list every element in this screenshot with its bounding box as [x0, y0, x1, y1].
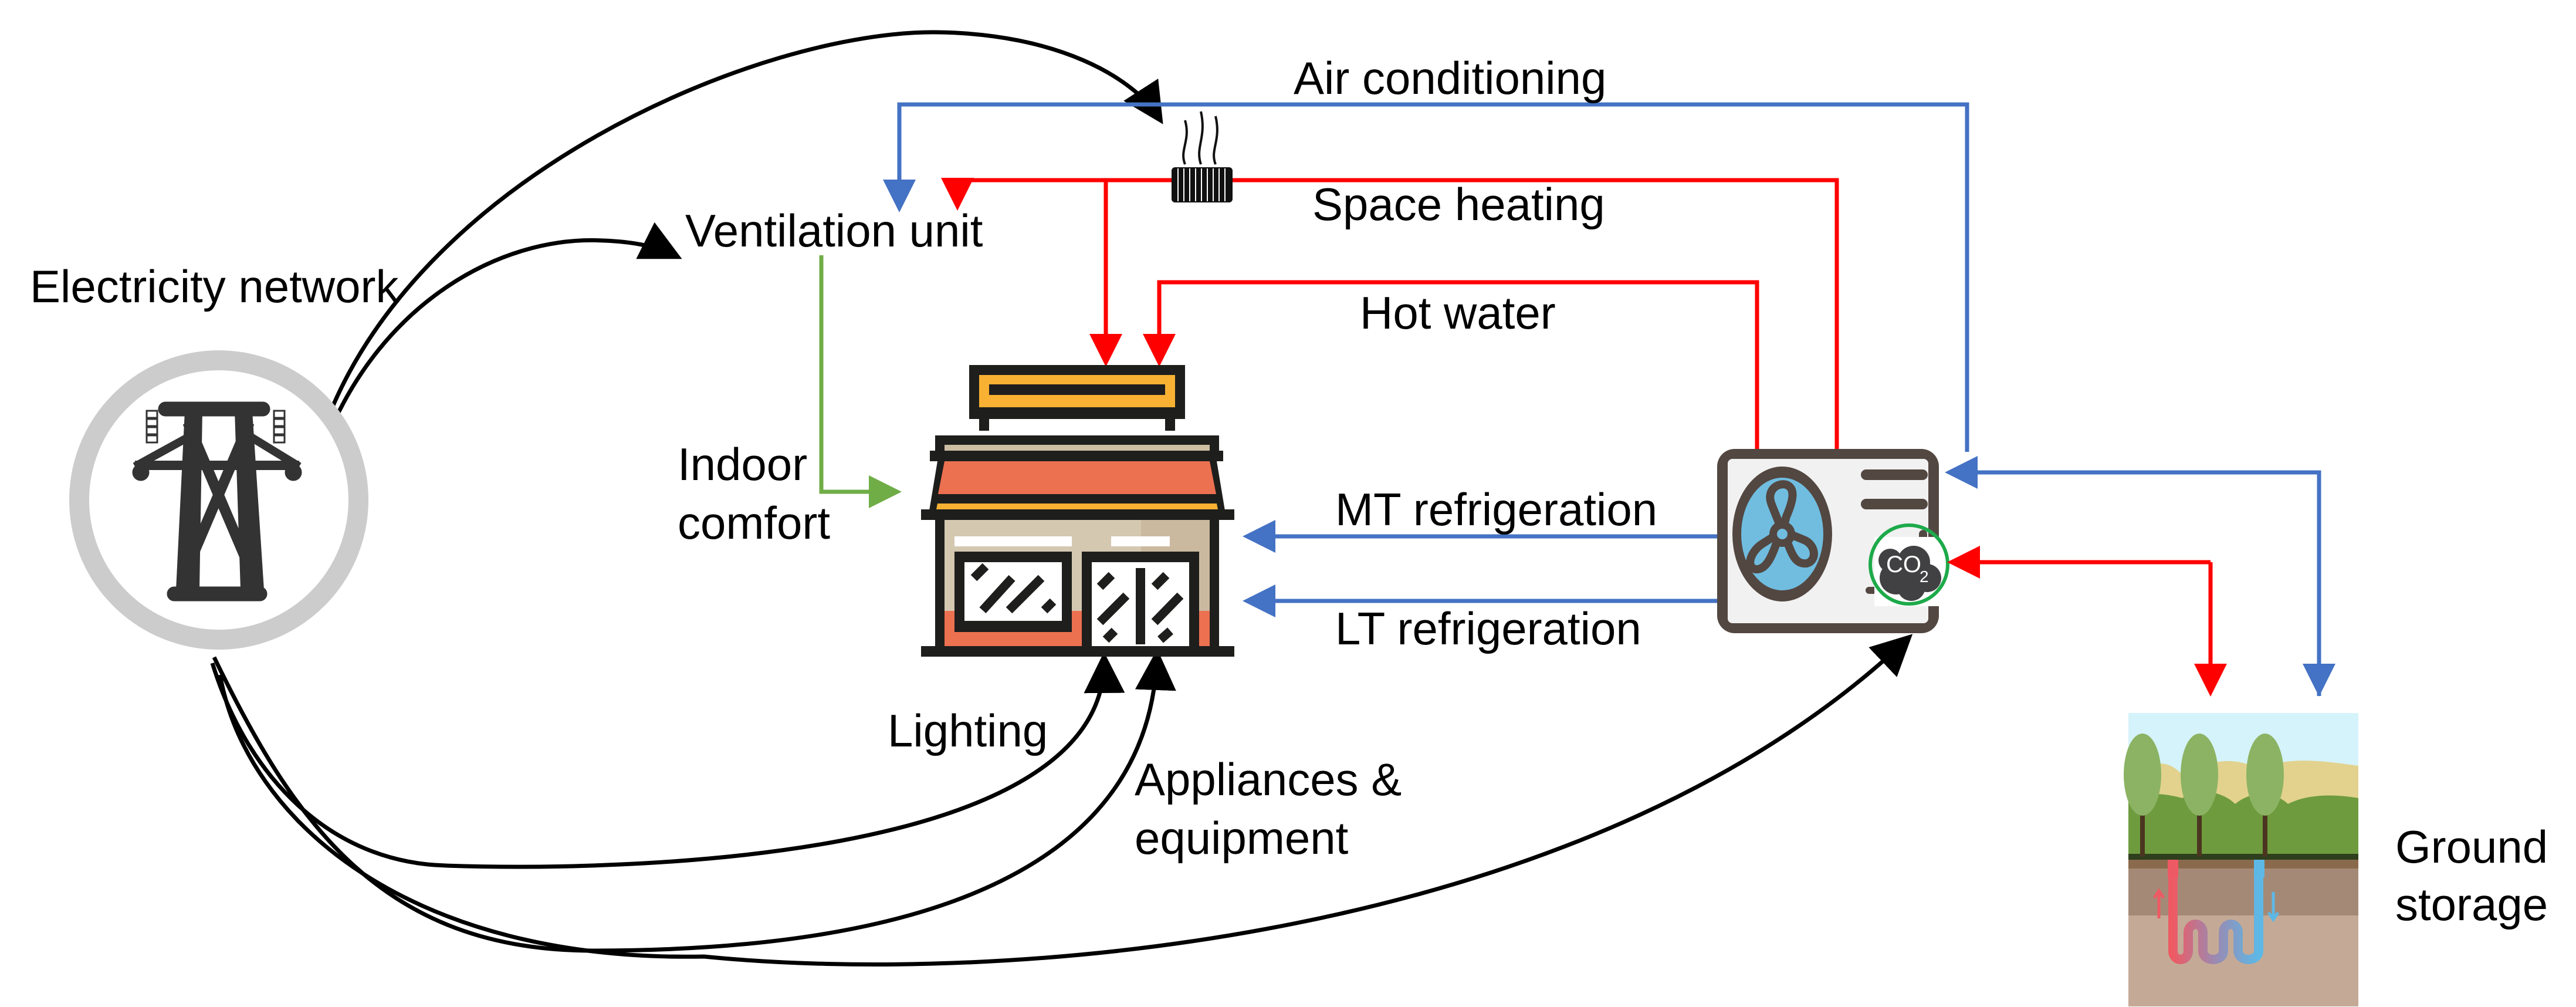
radiator-heater-icon: [1172, 111, 1233, 202]
space-heating-label: Space heating: [1312, 178, 1605, 230]
indoor-comfort-arrow: [819, 255, 902, 508]
electricity-flows: [210, 30, 1913, 967]
air-conditioning-line: [883, 102, 1969, 452]
indoor-comfort-label-line2: comfort: [678, 497, 830, 549]
elec-to-appliances-arrow: [212, 649, 1176, 953]
lighting-label: Lighting: [888, 705, 1048, 756]
hot-water-line: [1143, 280, 1759, 452]
up-arrow-icon: [2152, 888, 2165, 918]
hot-water-label: Hot water: [1360, 287, 1556, 339]
fan-blades-icon: [1746, 480, 1818, 574]
lt-refrigeration-label: LT refrigeration: [1335, 603, 1641, 654]
elec-to-lighting-arrow: [210, 652, 1125, 869]
space-heating-line: [941, 178, 1839, 452]
ground-borehole-icon: [2124, 713, 2358, 1006]
down-arrow-icon: [2267, 892, 2280, 922]
power-tower-icon: [132, 401, 302, 602]
ground-storage-label-line1: Ground: [2395, 821, 2548, 873]
tree-icon: [2124, 734, 2284, 857]
ventilation-unit-label: Ventilation unit: [685, 205, 983, 256]
electricity-network-node: Electricity network: [30, 261, 399, 650]
co2-heat-pump-icon: CO 2: [1717, 449, 1949, 633]
co2-cloud-icon: [1878, 546, 1941, 601]
indoor-comfort-label-line1: Indoor: [678, 438, 807, 490]
electricity-network-label: Electricity network: [30, 261, 399, 312]
elec-to-ventilation-arrow: [325, 222, 682, 438]
appliances-label-line2: equipment: [1135, 812, 1349, 864]
mt-refrigeration-label: MT refrigeration: [1335, 484, 1657, 535]
shop-building-icon: [921, 365, 1234, 657]
co2-text: CO: [1886, 552, 1921, 577]
appliances-label-line1: Appliances &: [1135, 753, 1402, 805]
steam-icon: [1182, 111, 1218, 165]
ground-storage-label-line2: storage: [2395, 878, 2548, 930]
air-conditioning-label: Air conditioning: [1294, 52, 1606, 104]
co2-subscript: 2: [1920, 567, 1929, 586]
elec-to-heatpump-arrow: [218, 634, 1913, 967]
ground-cold-line: [1945, 456, 2321, 696]
elec-to-heater-arrow: [319, 30, 1163, 437]
